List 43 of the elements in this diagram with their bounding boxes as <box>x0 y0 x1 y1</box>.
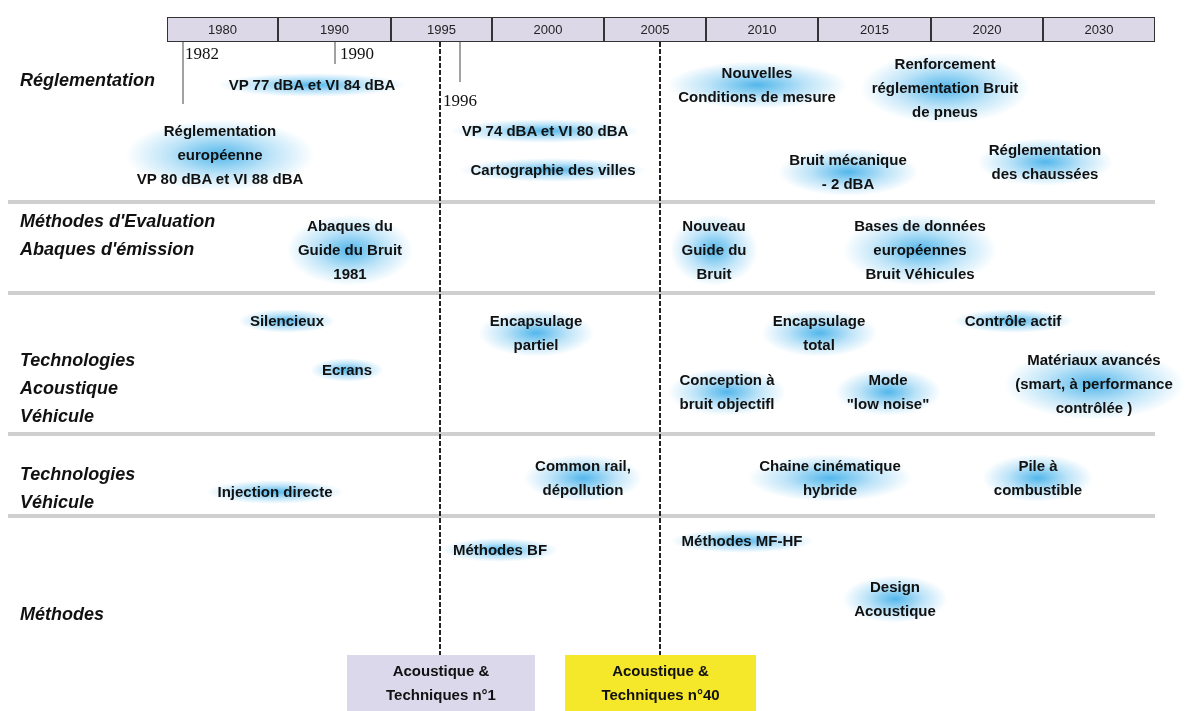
milestone-box: Acoustique & Techniques n°40 <box>565 655 756 711</box>
highlighted-timeline-item: Matériaux avancés (smart, à performance contrôlée ) <box>1003 348 1185 420</box>
highlighted-timeline-item: Ecrans <box>310 358 384 382</box>
row-heading: Méthodes <box>20 603 104 626</box>
timeline-year-cell: 2005 <box>604 17 706 42</box>
timeline-year-cell: 1980 <box>167 17 278 42</box>
timeline-year-cell: 1990 <box>278 17 391 42</box>
highlighted-timeline-item: Abaques du Guide du Bruit 1981 <box>285 214 415 286</box>
milestone-box: Acoustique & Techniques n°1 <box>347 655 535 711</box>
highlighted-timeline-item: Pile à combustible <box>981 454 1095 502</box>
year-label: 1982 <box>185 44 219 64</box>
highlighted-timeline-item: Nouveau Guide du Bruit <box>669 214 759 286</box>
highlighted-timeline-item: Contrôle actif <box>952 309 1074 333</box>
highlighted-timeline-item: Réglementation des chaussées <box>976 138 1114 186</box>
year-label: 1990 <box>340 44 374 64</box>
row-heading: Technologies Acoustique Véhicule <box>20 349 136 428</box>
highlighted-timeline-item: Conception à bruit objectifl <box>667 368 787 416</box>
timeline-year-cell: 1995 <box>391 17 492 42</box>
highlighted-timeline-item: Silencieux <box>237 309 337 333</box>
highlighted-timeline-item: Design Acoustique <box>842 575 948 623</box>
highlighted-timeline-item: Common rail, dépollution <box>523 454 643 502</box>
highlighted-timeline-item: Méthodes BF <box>440 538 560 562</box>
highlighted-timeline-item: Méthodes MF-HF <box>669 529 815 553</box>
highlighted-timeline-item: Bruit mécanique - 2 dBA <box>777 148 919 196</box>
highlighted-timeline-item: Bases de données européennes Bruit Véhicules <box>842 214 998 286</box>
timeline-year-cell: 2030 <box>1043 17 1155 42</box>
highlighted-timeline-item: Chaine cinématique hybride <box>747 454 913 502</box>
highlighted-timeline-item: Encapsulage partiel <box>477 309 595 357</box>
year-label: 1996 <box>443 91 477 111</box>
highlighted-timeline-item: Renforcement réglementation Bruit de pneus <box>859 52 1031 124</box>
highlighted-timeline-item: Injection directe <box>205 480 345 504</box>
dashed-connector <box>439 41 441 656</box>
row-heading: Réglementation <box>20 69 156 92</box>
row-heading: Technologies Véhicule <box>20 463 136 514</box>
timeline-year-cell: 2010 <box>706 17 818 42</box>
highlighted-timeline-item: Nouvelles Conditions de mesure <box>666 61 848 109</box>
dashed-connector <box>659 41 661 656</box>
highlighted-timeline-item: Mode "low noise" <box>834 368 942 416</box>
row-heading: Méthodes d'Evaluation Abaques d'émission <box>20 210 216 261</box>
timeline-year-cell: 2000 <box>492 17 604 42</box>
timeline-year-cell: 2020 <box>931 17 1043 42</box>
highlighted-timeline-item: Encapsulage total <box>760 309 878 357</box>
timeline-year-cell: 2015 <box>818 17 931 42</box>
